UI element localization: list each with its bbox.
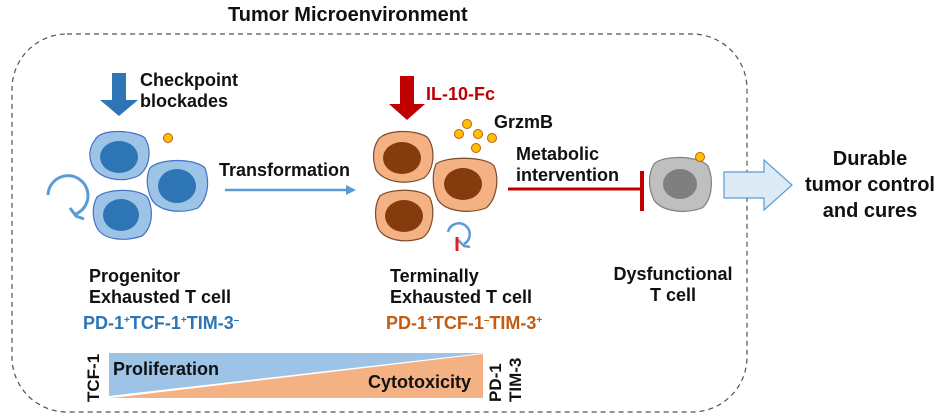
diagram-title: Tumor Microenvironment bbox=[228, 4, 468, 26]
granule bbox=[462, 119, 472, 129]
tumor-microenvironment-boundary bbox=[11, 33, 748, 413]
granule bbox=[454, 129, 464, 139]
progenitor-nucleus bbox=[100, 141, 138, 173]
pd1-axis-label: PD-1 bbox=[486, 363, 505, 402]
proliferation-wedge bbox=[109, 353, 483, 396]
progenitor-name-line2: Exhausted T cell bbox=[89, 287, 232, 307]
outcome-arrow-icon bbox=[723, 158, 793, 212]
terminal-name-line1: Terminally bbox=[390, 266, 479, 286]
outcome-line1: Durable bbox=[832, 148, 908, 170]
checkpoint-blockades-label: Checkpoint blockades bbox=[140, 70, 238, 112]
il10-fc-label: IL-10-Fc bbox=[426, 84, 496, 104]
blocked-self-renewal-icon bbox=[446, 222, 471, 251]
transformation-arrow-icon bbox=[225, 185, 356, 195]
marker-gradient-bar bbox=[109, 353, 483, 398]
progenitor-markers: PD-1+TCF-1+TIM-3– bbox=[83, 313, 240, 333]
granzyme-b-label: GrzmB bbox=[494, 112, 554, 132]
terminal-cell-cluster bbox=[372, 130, 498, 242]
checkpoint-label-line2: blockades bbox=[140, 91, 229, 111]
dysfunctional-name-line1: Dysfunctional bbox=[613, 264, 733, 284]
granule bbox=[487, 133, 497, 143]
metabolic-label-line2: intervention bbox=[516, 165, 620, 185]
terminal-nucleus bbox=[383, 142, 421, 174]
terminal-nucleus bbox=[385, 200, 423, 232]
dysfunctional-cell bbox=[648, 152, 712, 212]
granule bbox=[471, 143, 481, 153]
checkpoint-blockade-arrow-icon bbox=[100, 73, 138, 116]
dysfunctional-name-line2: T cell bbox=[649, 285, 697, 305]
granule bbox=[695, 152, 705, 162]
terminal-markers: PD-1+TCF-1–TIM-3+ bbox=[386, 313, 543, 333]
outcome-line2: tumor control bbox=[805, 174, 935, 196]
terminal-name-line2: Exhausted T cell bbox=[390, 287, 533, 307]
outcome-line3: and cures bbox=[822, 200, 918, 222]
metabolic-inhibition-icon bbox=[508, 171, 644, 211]
il10-fc-arrow-icon bbox=[389, 76, 425, 120]
granzyme-b-granules bbox=[454, 119, 497, 153]
progenitor-nucleus bbox=[103, 199, 139, 231]
proliferation-label: Proliferation bbox=[113, 359, 220, 379]
metabolic-label-line1: Metabolic bbox=[516, 144, 600, 164]
outcome-label: Durable tumor control and cures bbox=[795, 146, 945, 224]
dysfunctional-nucleus bbox=[663, 169, 697, 199]
cytotoxicity-label: Cytotoxicity bbox=[368, 372, 472, 392]
cytotoxicity-wedge bbox=[111, 354, 483, 398]
terminal-label: Terminally Exhausted T cell bbox=[390, 266, 532, 308]
tcf1-axis-label: TCF-1 bbox=[84, 353, 103, 402]
progenitor-label: Progenitor Exhausted T cell bbox=[89, 266, 231, 308]
metabolic-intervention-label: Metabolic intervention bbox=[516, 144, 619, 186]
self-renewal-loop-icon bbox=[46, 174, 90, 221]
dysfunctional-label: Dysfunctional T cell bbox=[608, 264, 738, 306]
terminal-nucleus bbox=[444, 168, 482, 200]
granule bbox=[473, 129, 483, 139]
progenitor-nucleus bbox=[158, 169, 196, 203]
tim3-axis-label: TIM-3 bbox=[506, 357, 525, 402]
progenitor-name-line1: Progenitor bbox=[89, 266, 181, 286]
progenitor-cell-cluster bbox=[89, 130, 209, 240]
transformation-label: Transformation bbox=[219, 160, 351, 180]
checkpoint-label-line1: Checkpoint bbox=[140, 70, 239, 90]
granule bbox=[163, 133, 173, 143]
